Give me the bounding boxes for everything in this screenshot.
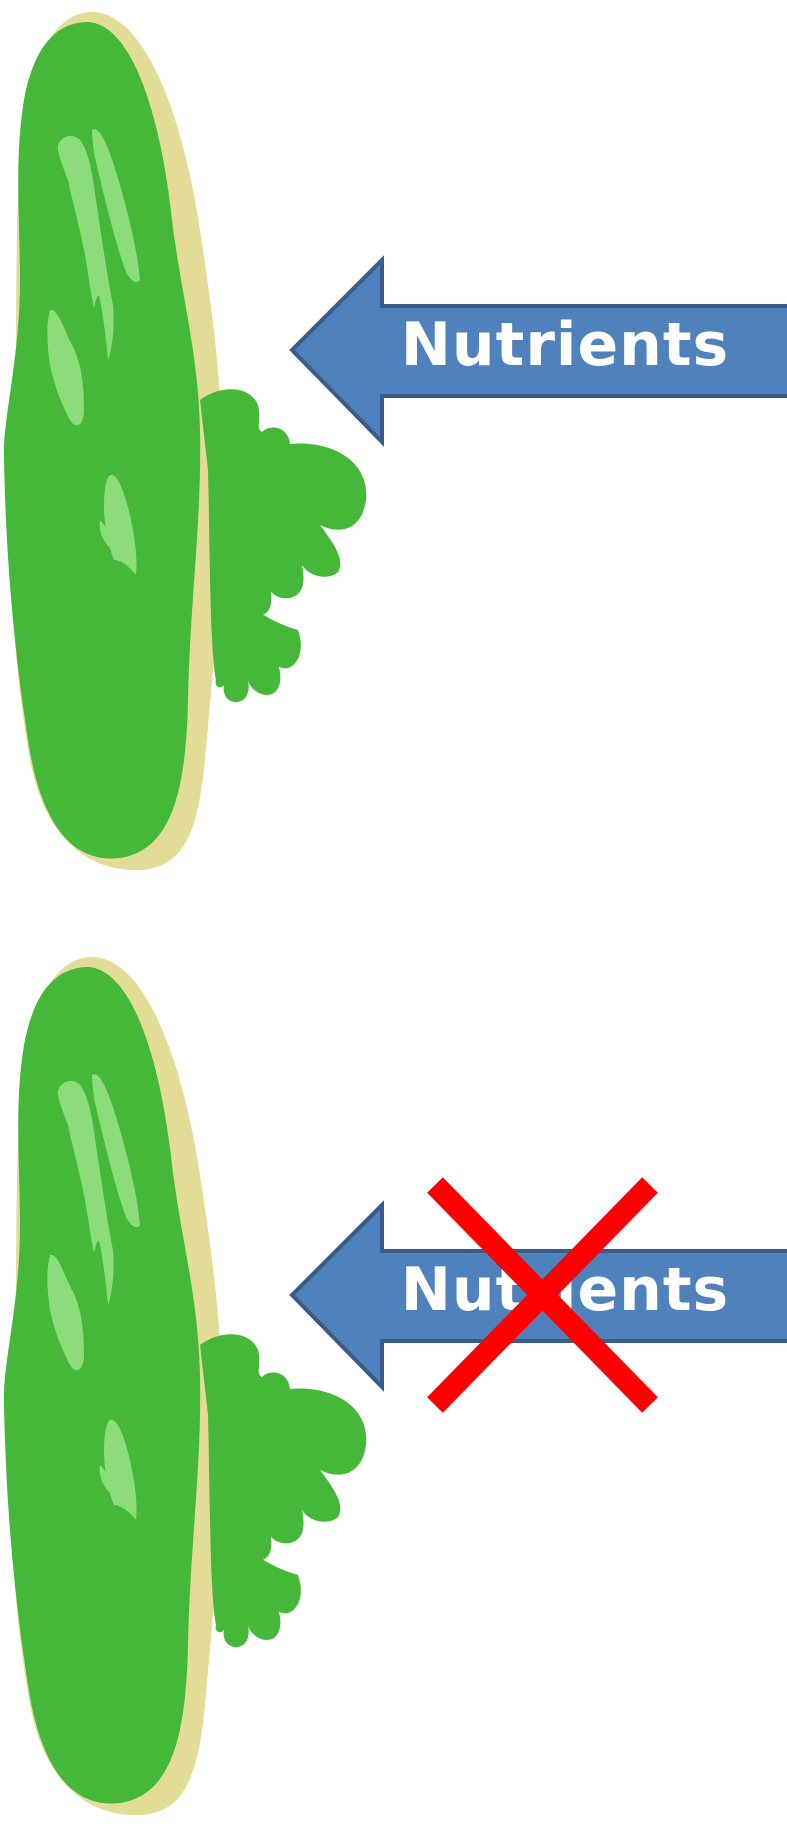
- green-cell-icon: [4, 12, 366, 870]
- green-cell-icon: [4, 957, 366, 1815]
- panel-nutrients-blocked: Nutrients: [0, 945, 787, 1844]
- cell-diagram: [0, 0, 787, 899]
- panel-with-nutrients: Nutrients: [0, 0, 787, 899]
- nutrients-label: Nutrients: [380, 1241, 750, 1339]
- nutrients-label: Nutrients: [380, 296, 750, 394]
- cell-diagram: [0, 945, 787, 1844]
